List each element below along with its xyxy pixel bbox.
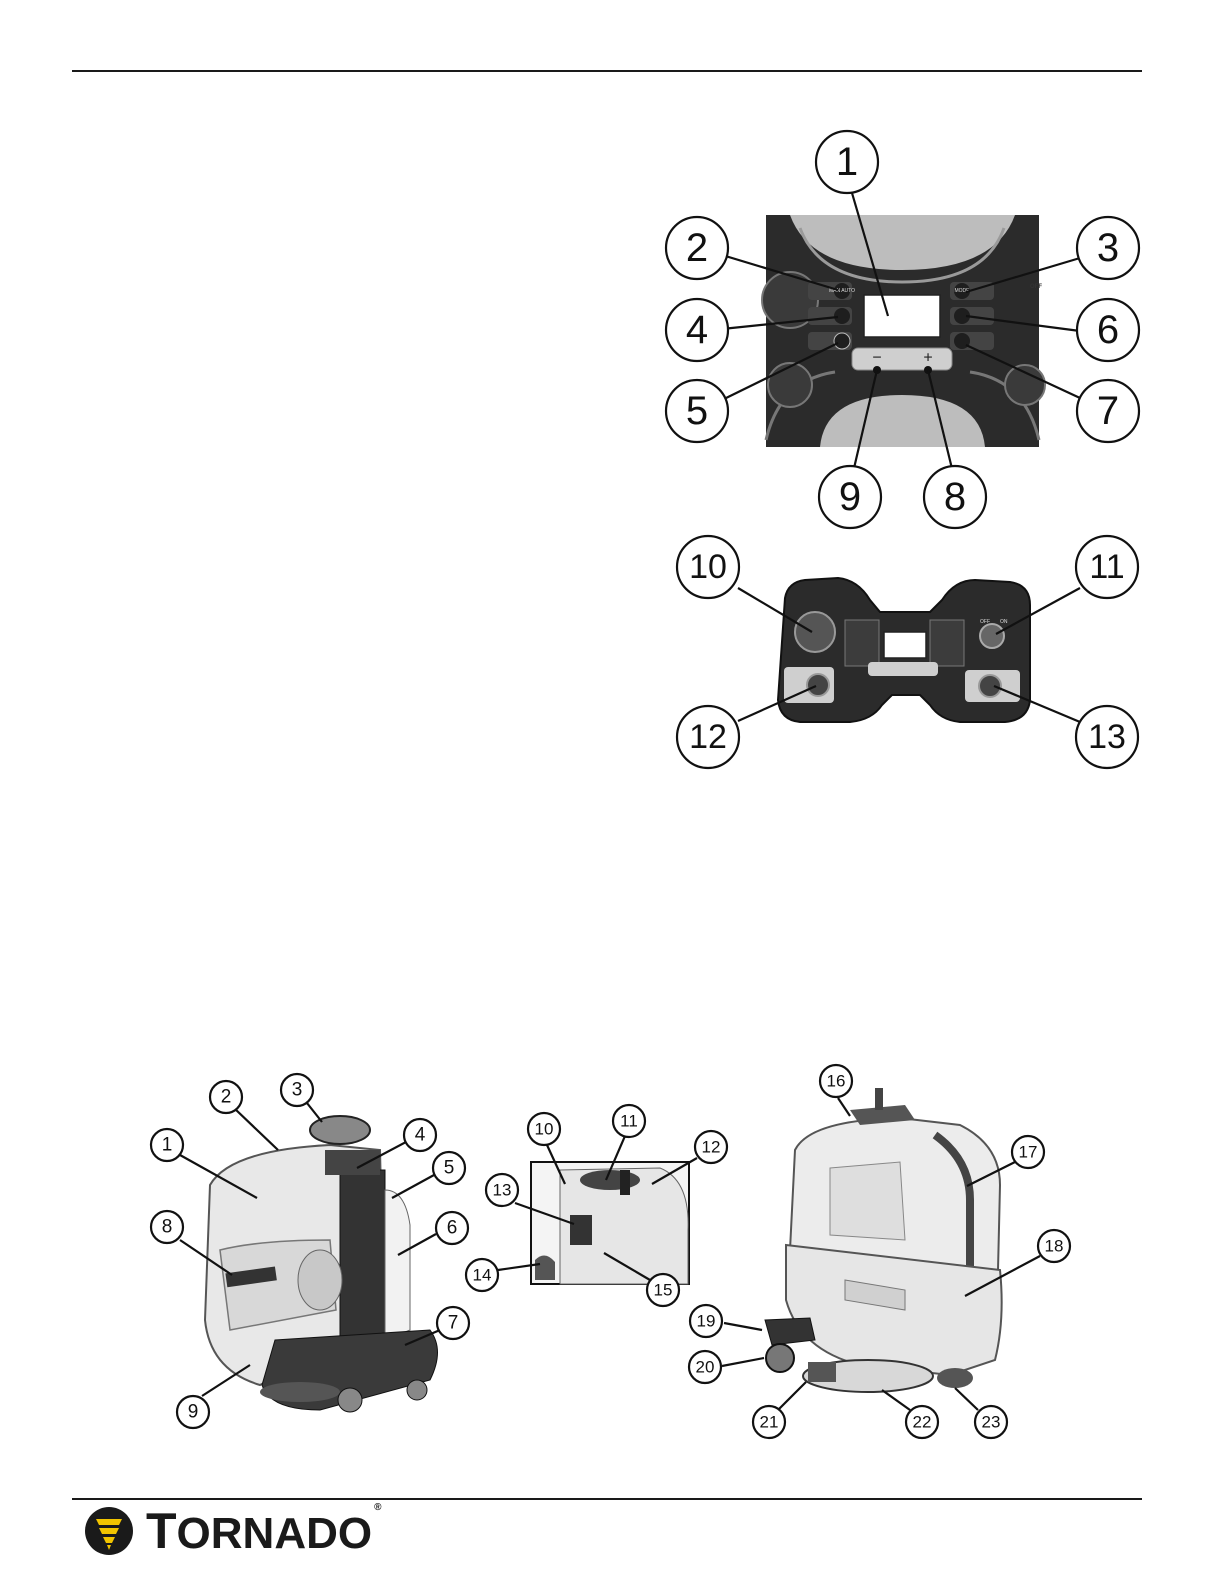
svg-text:1: 1 [162, 1135, 173, 1156]
callout-panel-3: 3 [1077, 217, 1139, 279]
svg-text:11: 11 [620, 1112, 638, 1131]
callout-machine-21: 21 [753, 1406, 785, 1438]
svg-text:7: 7 [448, 1313, 459, 1334]
brand-name: TORNADO® [146, 1502, 381, 1560]
svg-text:15: 15 [654, 1281, 673, 1300]
callout-panel-6: 6 [1077, 299, 1139, 361]
callout-machine-17: 17 [1012, 1136, 1044, 1168]
callout-machine-16: 16 [820, 1065, 852, 1097]
callout-panel-9: 9 [819, 466, 881, 528]
svg-text:23: 23 [982, 1413, 1001, 1432]
svg-text:7: 7 [1097, 389, 1119, 433]
callout-panel-4: 4 [666, 299, 728, 361]
key-off-label: OFF [1030, 284, 1042, 290]
svg-text:17: 17 [1019, 1143, 1038, 1162]
steering-column [340, 1170, 385, 1340]
svg-text:4: 4 [686, 308, 708, 352]
rear-squeegee [765, 1318, 815, 1345]
steering-knob [795, 612, 835, 652]
svg-text:2: 2 [221, 1087, 232, 1108]
steering-wheel [310, 1116, 370, 1144]
callout-machine-12: 12 [695, 1131, 727, 1163]
callout-panel-5: 5 [666, 380, 728, 442]
svg-text:1: 1 [836, 140, 858, 184]
svg-text:10: 10 [535, 1120, 554, 1139]
svg-text:2: 2 [686, 226, 708, 270]
svg-text:5: 5 [444, 1158, 455, 1179]
callout-machine-8: 8 [151, 1211, 183, 1243]
minus-label: − [872, 350, 881, 367]
horn-button [979, 675, 1001, 697]
callout-machine-6: 6 [436, 1212, 468, 1244]
svg-text:16: 16 [827, 1072, 846, 1091]
svg-text:8: 8 [162, 1217, 173, 1238]
callout-machine-18: 18 [1038, 1230, 1070, 1262]
machine-inset-figure [531, 1162, 689, 1284]
console-figure: OFF ON [778, 578, 1030, 722]
key-switch [980, 624, 1004, 648]
console-display [884, 632, 926, 658]
callout-machine-5: 5 [433, 1152, 465, 1184]
svg-text:8: 8 [944, 475, 966, 519]
svg-text:6: 6 [1097, 308, 1119, 352]
svg-text:10: 10 [689, 548, 727, 586]
callout-machine-15: 15 [647, 1274, 679, 1306]
callout-panel-7: 7 [1077, 380, 1139, 442]
svg-text:21: 21 [760, 1413, 779, 1432]
svg-text:14: 14 [473, 1266, 492, 1285]
callout-panel-2: 2 [666, 217, 728, 279]
callout-console-12: 12 [677, 706, 739, 768]
callout-machine-3: 3 [281, 1074, 313, 1106]
svg-text:19: 19 [697, 1312, 716, 1331]
plus-label: + [923, 350, 932, 367]
brush-button [834, 308, 850, 324]
callout-machine-2: 2 [210, 1081, 242, 1113]
callout-panel-8: 8 [924, 466, 986, 528]
svg-text:5: 5 [686, 389, 708, 433]
callout-console-10: 10 [677, 536, 739, 598]
tornado-logo-icon [84, 1506, 134, 1556]
svg-text:18: 18 [1045, 1237, 1064, 1256]
console-on-label: ON [1000, 619, 1008, 625]
machine-front-figure [205, 1116, 438, 1412]
emergency-button [834, 333, 850, 349]
control-panel-figure: MAN AUTO MODE OFF − + [762, 215, 1045, 447]
callout-machine-20: 20 [689, 1351, 721, 1383]
svg-text:9: 9 [188, 1402, 199, 1423]
console-off-label: OFF [980, 619, 990, 625]
callout-console-13: 13 [1076, 706, 1138, 768]
svg-text:13: 13 [1088, 718, 1126, 756]
svg-text:12: 12 [702, 1138, 721, 1157]
panel-display-screen [864, 295, 940, 337]
callout-machine-9: 9 [177, 1396, 209, 1428]
svg-text:6: 6 [447, 1218, 458, 1239]
svg-text:9: 9 [839, 475, 861, 519]
machine-rear-figure [765, 1088, 1002, 1392]
callout-machine-22: 22 [906, 1406, 938, 1438]
callout-machine-14: 14 [466, 1259, 498, 1291]
svg-text:4: 4 [415, 1125, 426, 1146]
callout-console-11: 11 [1076, 536, 1138, 598]
svg-text:11: 11 [1089, 548, 1124, 586]
svg-text:20: 20 [696, 1358, 715, 1377]
rear-caster [766, 1344, 794, 1372]
callout-machine-11: 11 [613, 1105, 645, 1137]
svg-text:22: 22 [913, 1413, 932, 1432]
tornado-logo: TORNADO® [84, 1505, 381, 1557]
svg-text:3: 3 [1097, 226, 1119, 270]
callout-machine-23: 23 [975, 1406, 1007, 1438]
callout-machine-1: 1 [151, 1129, 183, 1161]
callout-machine-7: 7 [437, 1307, 469, 1339]
svg-text:3: 3 [292, 1080, 303, 1101]
callout-machine-4: 4 [404, 1119, 436, 1151]
callout-machine-19: 19 [690, 1305, 722, 1337]
callout-machine-13: 13 [486, 1174, 518, 1206]
svg-text:13: 13 [493, 1181, 512, 1200]
deck-lift-button [807, 674, 829, 696]
svg-text:12: 12 [689, 718, 727, 756]
callout-machine-10: 10 [528, 1113, 560, 1145]
callout-panel-1: 1 [816, 131, 878, 193]
